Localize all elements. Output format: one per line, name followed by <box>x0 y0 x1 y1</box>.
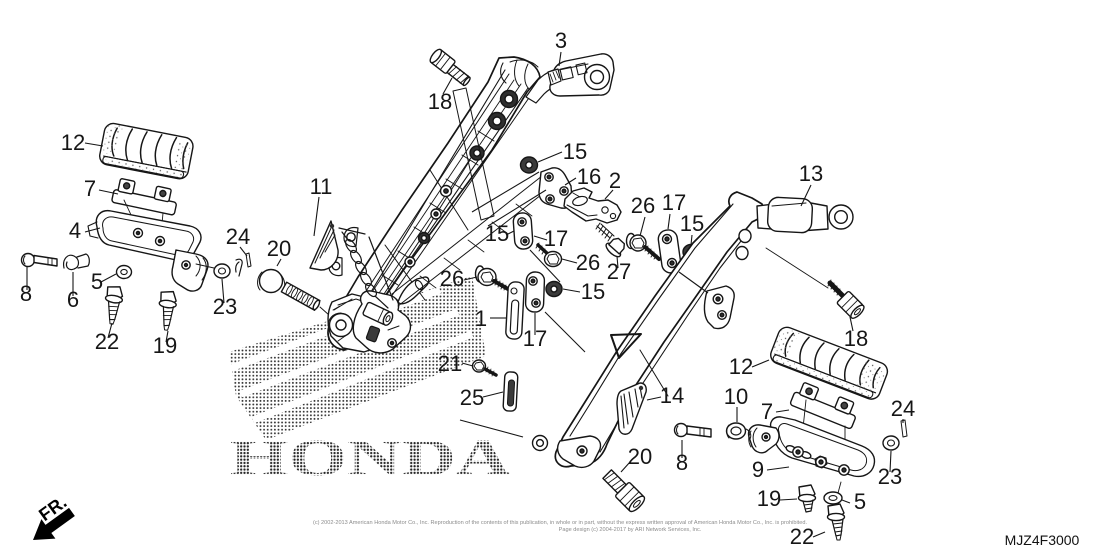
svg-text:6: 6 <box>67 287 79 312</box>
svg-text:7: 7 <box>84 176 96 201</box>
svg-text:17: 17 <box>523 326 547 351</box>
svg-text:Page design (c) 2004-2017 by A: Page design (c) 2004-2017 by ARI Network… <box>559 527 702 533</box>
svg-text:22: 22 <box>95 329 119 354</box>
svg-text:7: 7 <box>761 399 773 424</box>
svg-text:26: 26 <box>440 266 464 291</box>
svg-text:8: 8 <box>676 450 688 475</box>
svg-text:15: 15 <box>485 221 509 246</box>
svg-text:3: 3 <box>555 28 567 53</box>
svg-text:17: 17 <box>662 190 686 215</box>
svg-text:14: 14 <box>660 383 684 408</box>
svg-text:16: 16 <box>577 164 601 189</box>
svg-text:18: 18 <box>428 89 452 114</box>
svg-text:18: 18 <box>844 326 868 351</box>
svg-text:2: 2 <box>609 168 621 193</box>
svg-text:23: 23 <box>878 464 902 489</box>
svg-text:9: 9 <box>752 457 764 482</box>
svg-text:24: 24 <box>226 224 250 249</box>
svg-text:12: 12 <box>729 354 753 379</box>
svg-text:24: 24 <box>891 396 915 421</box>
svg-text:(c) 2002-2013 American Honda M: (c) 2002-2013 American Honda Motor Co., … <box>313 520 808 526</box>
svg-text:13: 13 <box>799 161 823 186</box>
svg-text:15: 15 <box>581 279 605 304</box>
svg-text:20: 20 <box>267 236 291 261</box>
svg-text:25: 25 <box>460 385 484 410</box>
svg-text:21: 21 <box>438 351 462 376</box>
svg-text:12: 12 <box>61 130 85 155</box>
svg-text:15: 15 <box>680 211 704 236</box>
svg-text:23: 23 <box>213 294 237 319</box>
svg-text:5: 5 <box>854 489 866 514</box>
svg-text:4: 4 <box>69 218 81 243</box>
svg-text:17: 17 <box>544 226 568 251</box>
svg-text:8: 8 <box>20 281 32 306</box>
svg-text:20: 20 <box>628 444 652 469</box>
svg-text:26: 26 <box>576 250 600 275</box>
svg-text:HONDA: HONDA <box>230 429 511 487</box>
svg-text:19: 19 <box>757 486 781 511</box>
svg-text:22: 22 <box>790 524 814 549</box>
svg-text:MJZ4F3000: MJZ4F3000 <box>1005 532 1080 548</box>
svg-text:27: 27 <box>607 259 631 284</box>
svg-text:11: 11 <box>310 174 333 199</box>
svg-text:26: 26 <box>631 193 655 218</box>
svg-text:1: 1 <box>475 306 487 331</box>
svg-text:10: 10 <box>724 384 748 409</box>
svg-text:5: 5 <box>91 269 103 294</box>
svg-text:19: 19 <box>153 333 177 358</box>
svg-text:15: 15 <box>563 139 587 164</box>
